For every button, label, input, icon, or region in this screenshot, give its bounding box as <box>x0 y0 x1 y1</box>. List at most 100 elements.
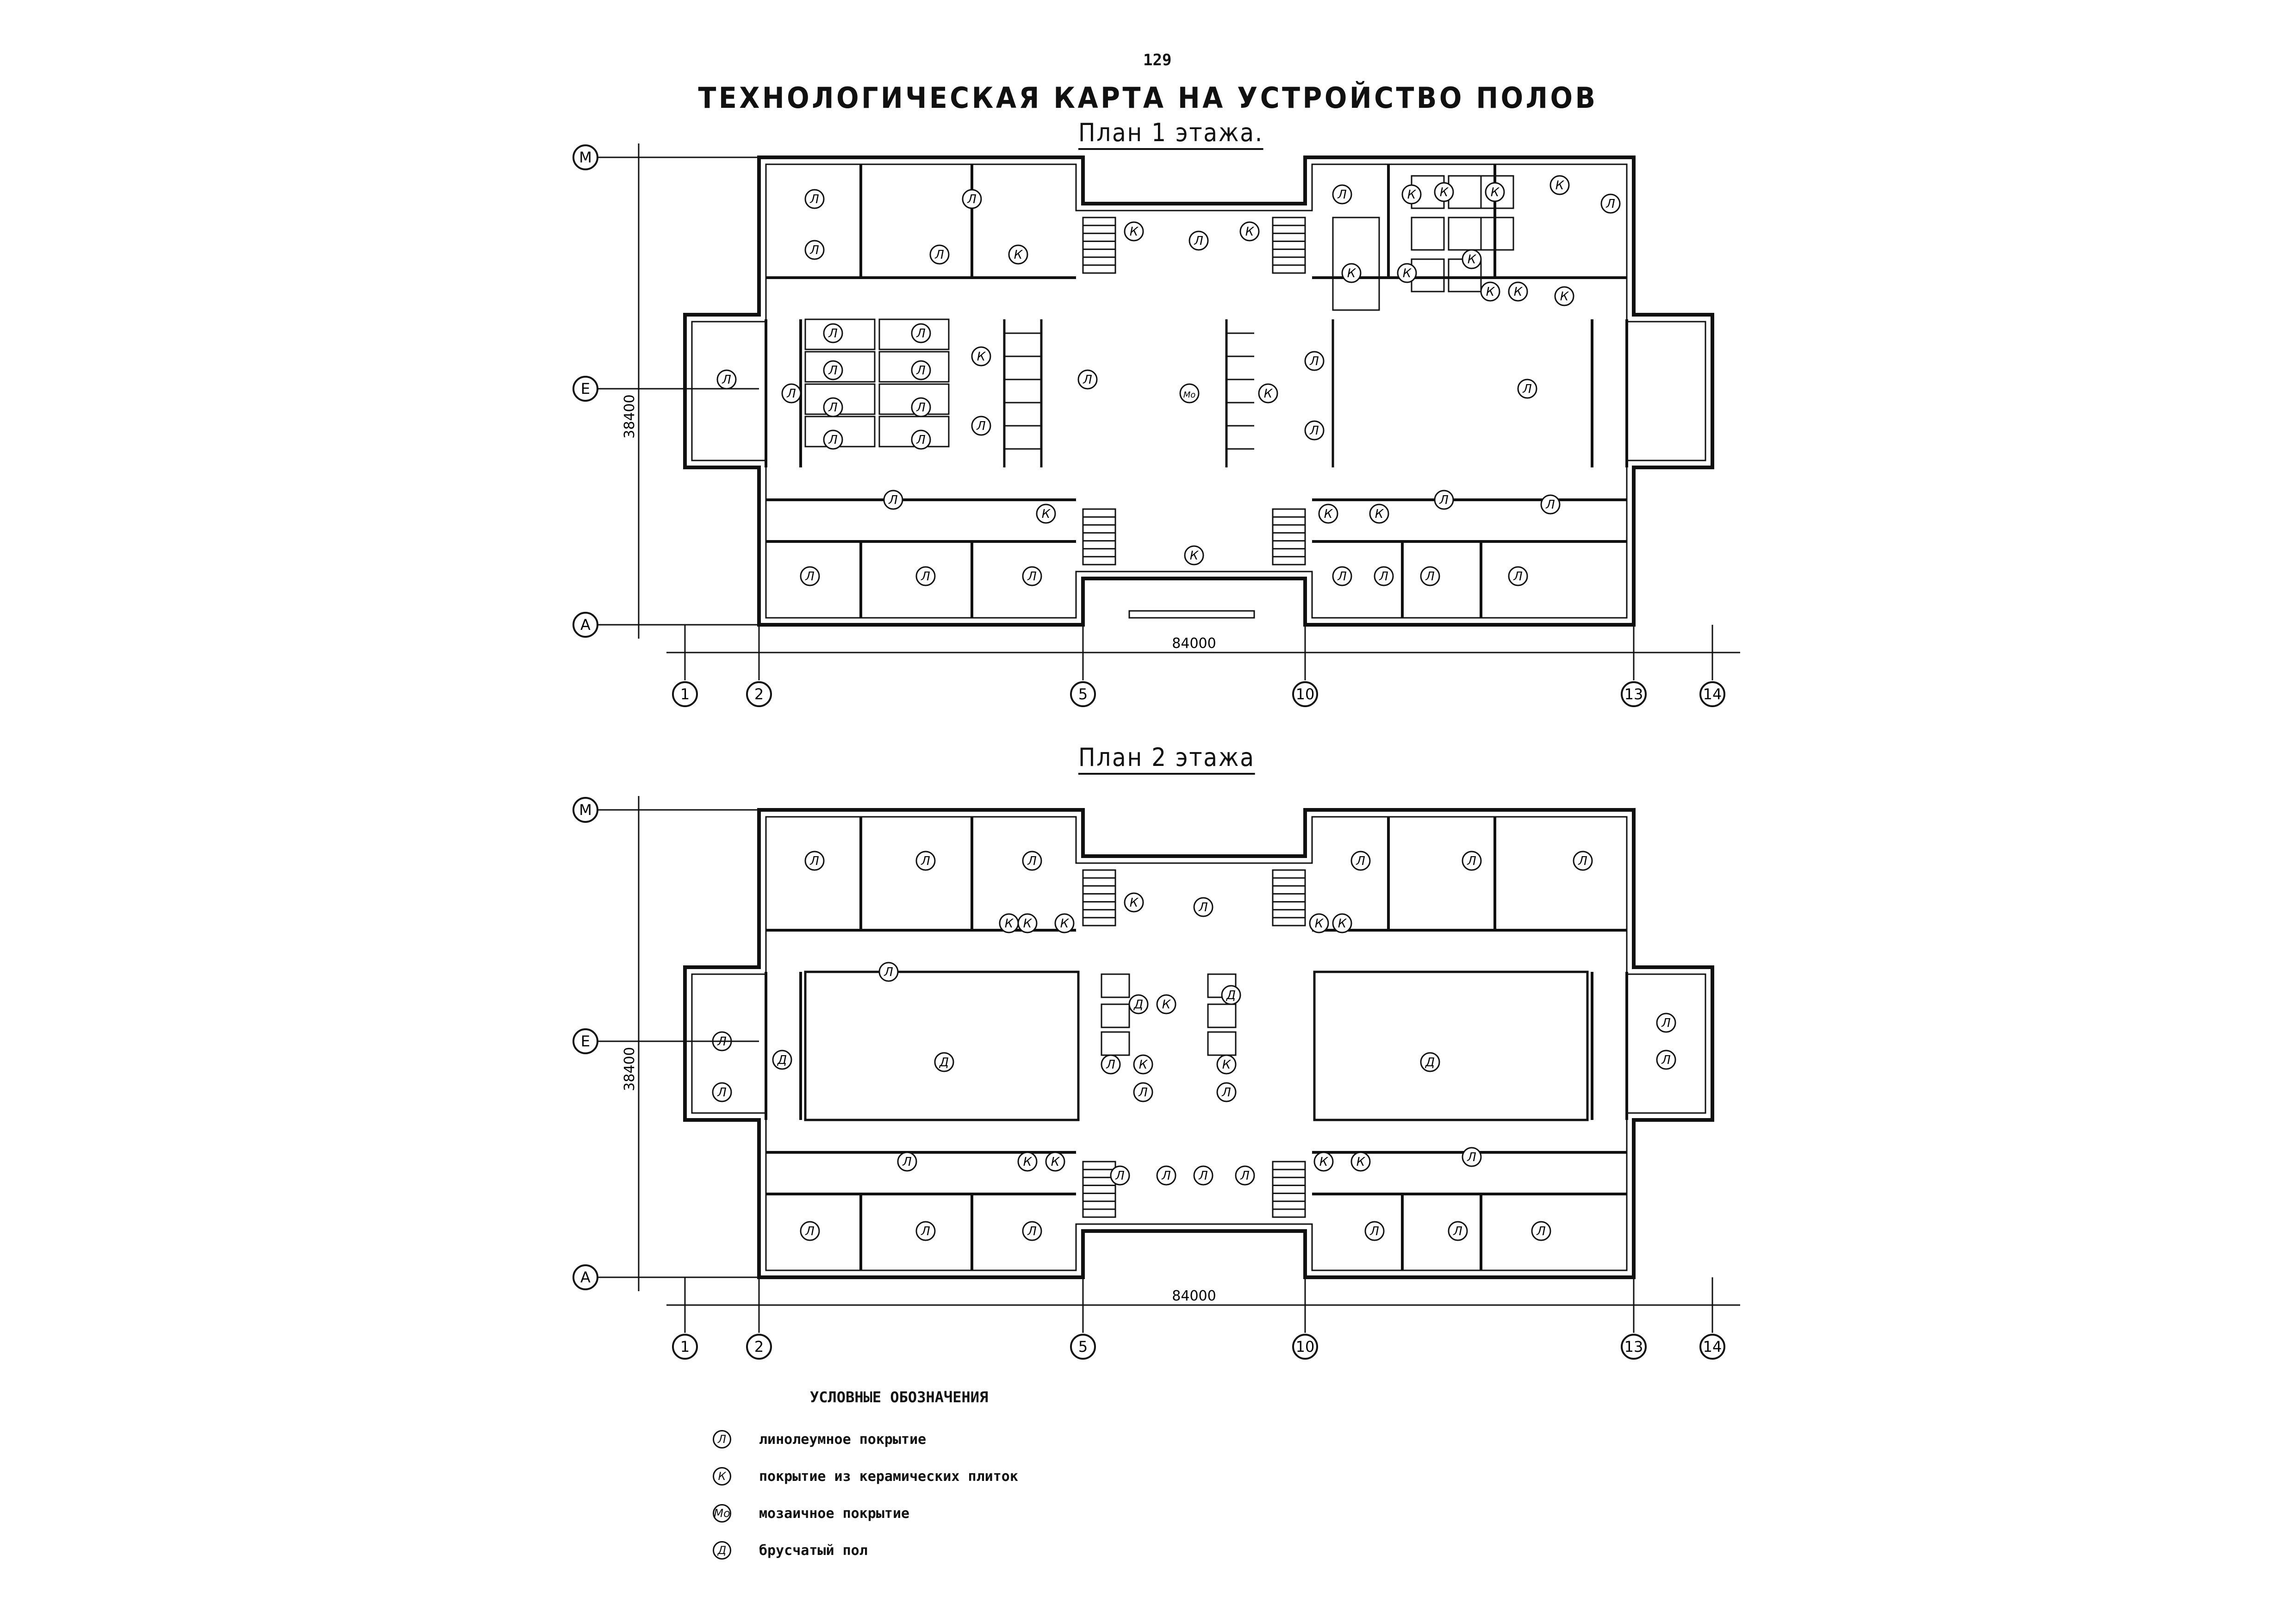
col-axis-13-bubble <box>1621 681 1647 707</box>
linoleum-symbol-label: Л <box>828 327 838 341</box>
legend-item-plank: Д брусчатый пол <box>713 1536 868 1564</box>
col-axis-14-bubble <box>1699 1334 1725 1360</box>
ceramic-symbol-icon <box>1239 221 1260 242</box>
linoleum-symbol-icon <box>1022 566 1042 586</box>
ceramic-symbol-icon <box>1124 221 1144 242</box>
linoleum-symbol-icon <box>1448 1221 1468 1241</box>
ceramic-symbol-icon <box>1397 263 1417 283</box>
dimension-horizontal: 84000 <box>1172 1288 1216 1304</box>
ceramic-symbol-label: К <box>1319 1155 1329 1169</box>
row-axis-A-bubble <box>572 612 598 638</box>
mosaic-symbol-label: Мо <box>1183 390 1196 400</box>
plank-symbol-label: Д <box>1226 989 1236 1002</box>
linoleum-symbol-label: Л <box>1309 354 1319 368</box>
linoleum-symbol-label: Л <box>809 193 819 206</box>
ceramic-symbol-label: К <box>1338 917 1347 931</box>
ceramic-symbol-label: К <box>1005 917 1014 931</box>
linoleum-symbol-label: Л <box>1467 854 1476 868</box>
ceramic-symbol-label: К <box>1486 285 1495 299</box>
col-axis-5-label: 5 <box>1078 1338 1088 1356</box>
linoleum-symbol-icon <box>823 323 843 343</box>
ceramic-symbol-label: К <box>1440 186 1449 199</box>
linoleum-symbol-label: Л <box>1522 382 1532 396</box>
wc-cabin <box>1207 1003 1237 1028</box>
row-axis-M-label: M <box>579 149 592 166</box>
linoleum-symbol-icon <box>823 397 843 417</box>
linoleum-symbol-label: Л <box>828 401 838 415</box>
ceramic-symbol-icon <box>1054 913 1075 933</box>
linoleum-symbol-icon <box>911 323 931 343</box>
ceramic-symbol-icon <box>1401 184 1422 205</box>
ceramic-symbol-label: К <box>1060 917 1070 931</box>
ceramic-symbol-icon <box>1350 1151 1371 1172</box>
linoleum-symbol-icon <box>1133 1082 1153 1102</box>
ceramic-symbol-icon <box>1133 1054 1153 1075</box>
ceramic-symbol-label: К <box>1245 225 1255 239</box>
plan-1-title: План 1 этажа. <box>1078 118 1264 150</box>
linoleum-symbol-icon <box>1350 851 1371 871</box>
plank-symbol-icon: Д <box>713 1541 731 1560</box>
mosaic-symbol-icon <box>1179 383 1200 404</box>
stair-outline <box>1272 869 1306 927</box>
col-axis-1-label: 1 <box>680 1338 690 1356</box>
linoleum-symbol-label: Л <box>1467 1150 1476 1164</box>
ceramic-symbol-icon <box>1156 994 1176 1014</box>
linoleum-symbol-label: Л <box>1198 1169 1208 1183</box>
linoleum-symbol-label: Л <box>967 193 977 206</box>
col-axis-5-bubble <box>1070 681 1096 707</box>
exterior-wall <box>683 808 1714 1279</box>
linoleum-symbol-icon <box>915 1221 936 1241</box>
wc-cabin <box>1101 973 1130 998</box>
dimension-horizontal: 84000 <box>1172 635 1216 652</box>
col-axis-2-label: 2 <box>754 1338 764 1356</box>
linoleum-symbol-icon <box>804 851 825 871</box>
col-axis-14-label: 14 <box>1703 685 1722 703</box>
exterior-wall-inner <box>691 816 1706 1271</box>
linoleum-symbol-label: Л <box>916 327 926 341</box>
ceramic-symbol-icon <box>1309 913 1329 933</box>
col-axis-1-label: 1 <box>680 685 690 703</box>
ceramic-symbol-label: К <box>1356 1155 1366 1169</box>
linoleum-symbol-icon <box>878 962 899 982</box>
ceramic-symbol-icon <box>971 346 991 367</box>
linoleum-symbol-label: Л <box>809 243 819 257</box>
ceramic-symbol-label: К <box>1324 507 1333 521</box>
linoleum-symbol-icon <box>1364 1221 1385 1241</box>
plank-symbol-icon <box>1221 985 1241 1005</box>
linoleum-symbol-label: Л <box>1106 1058 1115 1072</box>
linoleum-symbol-icon <box>1540 494 1561 515</box>
linoleum-symbol-icon <box>712 1082 732 1102</box>
linoleum-symbol-icon <box>800 1221 820 1241</box>
plank-symbol-icon <box>1128 994 1149 1014</box>
row-axis-M-bubble <box>572 144 598 170</box>
col-axis-5-label: 5 <box>1078 685 1088 703</box>
wc-cabin <box>1480 217 1514 251</box>
legend-text: покрытие из керамических плиток <box>759 1468 1018 1485</box>
linoleum-symbol-icon <box>781 383 802 404</box>
col-axis-13-bubble <box>1621 1334 1647 1360</box>
legend-text: мозаичное покрытие <box>759 1505 910 1522</box>
ceramic-symbol-icon <box>1017 1151 1038 1172</box>
col-axis-10-bubble <box>1292 681 1318 707</box>
linoleum-symbol-label: Л <box>934 248 944 262</box>
linoleum-symbol-label: Л <box>1083 373 1092 387</box>
linoleum-symbol-label: Л <box>921 854 930 868</box>
stair-outline <box>1082 217 1116 274</box>
wc-cabin <box>1448 217 1482 251</box>
linoleum-symbol-label: Л <box>1027 570 1037 584</box>
ceramic-symbol-icon <box>1341 263 1362 283</box>
ceramic-symbol-label: К <box>1264 387 1273 401</box>
linoleum-symbol-label: Л <box>1337 570 1347 584</box>
linoleum-symbol-icon <box>1022 851 1042 871</box>
linoleum-symbol-label: Л <box>1661 1053 1671 1067</box>
row-axis-E-bubble <box>572 376 598 402</box>
linoleum-symbol-label: Л <box>717 1086 727 1100</box>
col-axis-10-label: 10 <box>1296 1338 1315 1356</box>
ceramic-symbol-label: К <box>1130 896 1139 910</box>
linoleum-symbol-icon <box>1420 566 1440 586</box>
plan-2-title: План 2 этажа <box>1078 743 1255 775</box>
row-axis-A-label: A <box>580 616 591 634</box>
ceramic-symbol-label: К <box>1556 179 1565 193</box>
linoleum-symbol-label: Л <box>921 570 930 584</box>
